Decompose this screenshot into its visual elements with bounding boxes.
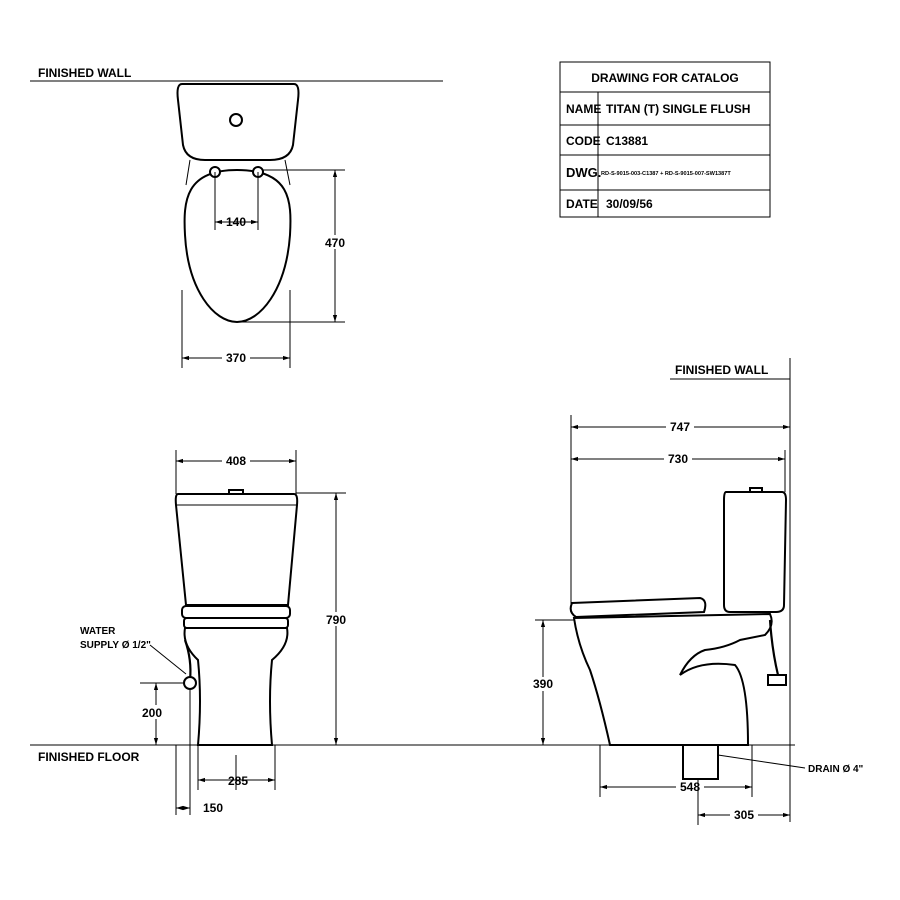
dim-140: 140 [226, 215, 246, 229]
seat-side [569, 596, 707, 619]
side-view: FINISHED WALL DRAIN Ø 4" 747 730 390 548 [530, 358, 864, 825]
dim-200: 200 [142, 706, 162, 720]
code-value: C13881 [606, 134, 648, 148]
dim-470: 470 [325, 236, 345, 250]
dim-548: 548 [680, 780, 700, 794]
finished-wall-top-label: FINISHED WALL [38, 66, 131, 80]
flush-button [229, 113, 243, 127]
dim-408: 408 [226, 454, 246, 468]
name-value: TITAN (T) SINGLE FLUSH [606, 102, 750, 116]
supply-valve-side [767, 674, 787, 686]
supply-valve [183, 676, 197, 690]
supply-hose-side [768, 619, 780, 676]
dim-747: 747 [670, 420, 690, 434]
seat-front [181, 605, 291, 619]
title-block-header: DRAWING FOR CATALOG [591, 71, 739, 85]
drain-pipe [682, 744, 719, 780]
top-view: FINISHED WALL 140 470 370 [30, 66, 443, 368]
name-label: NAME [566, 102, 601, 116]
date-label: DATE [566, 197, 598, 211]
dim-150: 150 [203, 801, 223, 815]
dwg-label: DWG. [566, 165, 601, 180]
dim-370: 370 [226, 351, 246, 365]
code-label: CODE [566, 134, 601, 148]
dim-390: 390 [533, 677, 553, 691]
water-supply-label-2: SUPPLY Ø 1/2" [80, 640, 151, 651]
water-supply-label-1: WATER [80, 626, 116, 637]
drain-label: DRAIN Ø 4" [808, 764, 864, 775]
dim-730: 730 [668, 452, 688, 466]
bowl-front [183, 627, 289, 746]
finished-wall-side-label: FINISHED WALL [675, 363, 768, 377]
title-block: DRAWING FOR CATALOG NAME TITAN (T) SINGL… [559, 61, 771, 218]
dim-285: 285 [228, 774, 248, 788]
tank-side [723, 491, 788, 613]
dim-305: 305 [734, 808, 754, 822]
dim-790: 790 [326, 613, 346, 627]
dwg-value: RD-S-9015-003-C1387 + RD-S-9015-007-SW13… [601, 171, 731, 177]
bowl-side [572, 612, 773, 746]
front-view: WATER SUPPLY Ø 1/2" 408 790 200 285 150 [80, 450, 349, 815]
date-value: 30/09/56 [606, 197, 653, 211]
finished-floor-label: FINISHED FLOOR [38, 750, 140, 764]
seat-top [183, 168, 292, 324]
tank-front [174, 493, 299, 606]
